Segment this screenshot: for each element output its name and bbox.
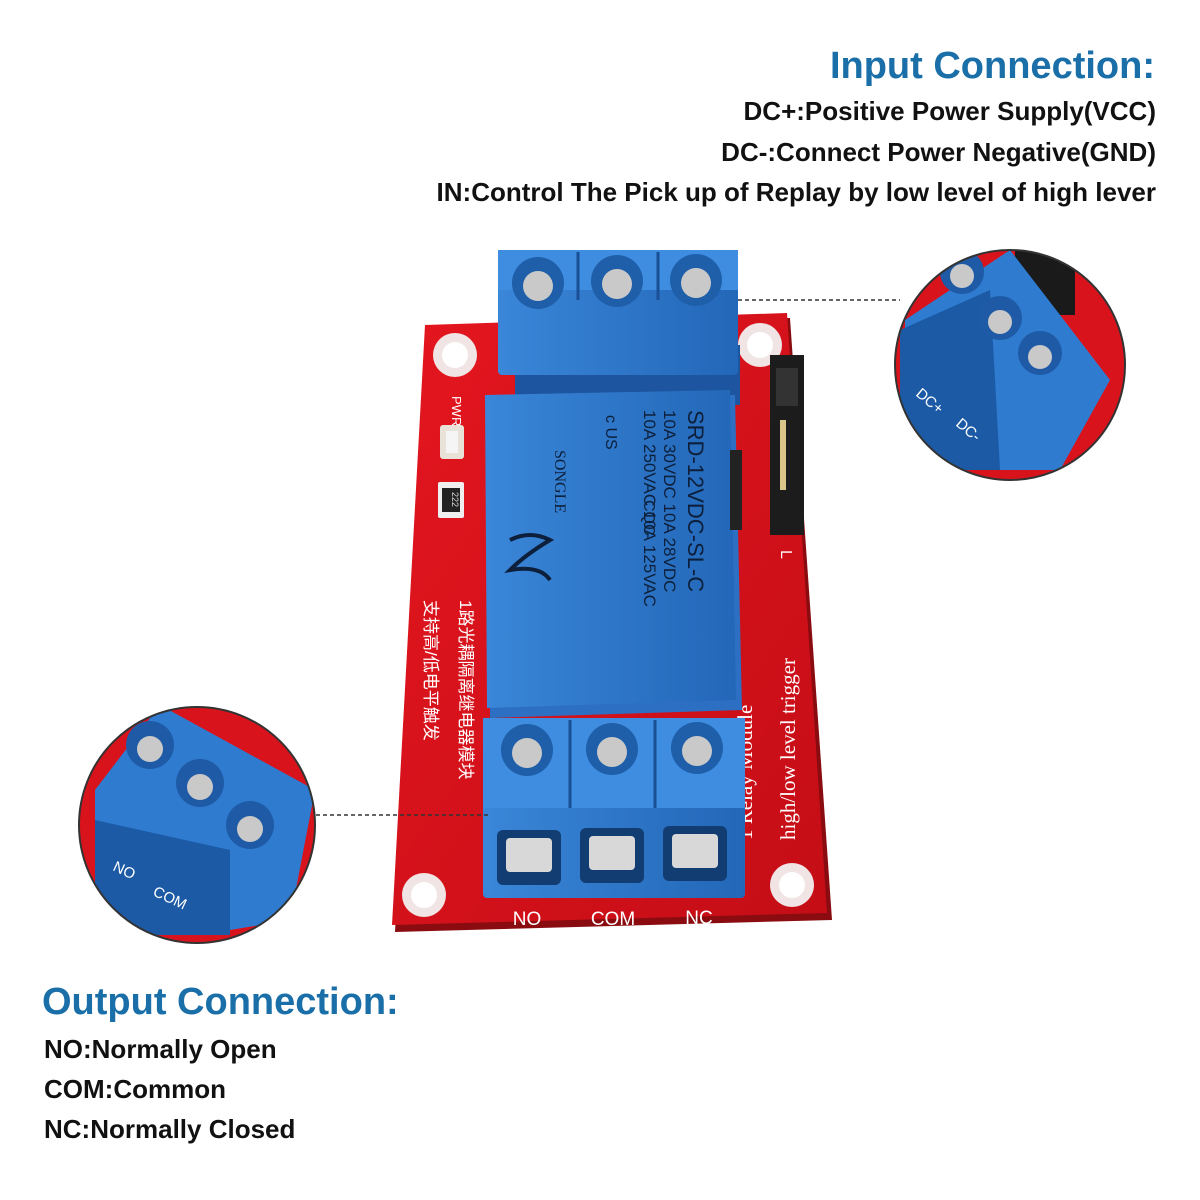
terminal-screw [671, 722, 723, 774]
relay-spec-1: 10A 250VAC 10A 125VAC [640, 410, 659, 607]
terminal-screw [226, 801, 274, 849]
output-line-com: COM:Common [44, 1074, 226, 1104]
jumper-label: L [777, 550, 794, 559]
input-line-dc-plus: DC+:Positive Power Supply(VCC) [743, 96, 1156, 126]
relay-cert-mark: CQC [640, 500, 657, 536]
relay-spec-2: 10A 30VDC 10A 28VDC [660, 410, 679, 592]
relay-model: SRD-12VDC-SL-C [683, 410, 708, 592]
terminal-label-no: NO [513, 909, 542, 930]
wire-clamp [497, 830, 561, 885]
resistor: 222 [438, 482, 464, 518]
resistor-label: 222 [450, 492, 460, 507]
input-connection-title: Input Connection: [829, 45, 1155, 87]
terminal-screw [978, 296, 1022, 340]
input-terminal-block [498, 250, 740, 405]
output-zoom-circle: NO COM [78, 706, 316, 944]
board-label-2: high/low level trigger [776, 658, 800, 840]
terminal-screw [1018, 331, 1062, 375]
power-led [440, 425, 464, 459]
chinese-label-1: 1路光耦隔离继电器模块 [456, 600, 475, 779]
input-line-in: IN:Control The Pick up of Replay by low … [436, 177, 1156, 207]
output-terminal-block [483, 718, 745, 898]
input-zoom-circle: DC+ DC- [894, 249, 1126, 481]
input-line-dc-minus: DC-:Connect Power Negative(GND) [721, 137, 1156, 167]
terminal-screw [512, 257, 564, 309]
output-connection-title: Output Connection: [42, 981, 399, 1023]
terminal-screw [940, 250, 984, 294]
output-line-nc: NC:Normally Closed [44, 1114, 296, 1144]
output-line-no: NO:Normally Open [44, 1034, 277, 1064]
wire-clamp [580, 828, 644, 883]
terminal-screw [591, 255, 643, 307]
mounting-hole [770, 863, 814, 907]
mounting-hole [433, 333, 477, 377]
relay-brand: SONGLE [551, 450, 568, 513]
relay-ul-mark: c US [602, 415, 619, 450]
wire-clamp [663, 826, 727, 881]
terminal-screw [176, 759, 224, 807]
terminal-screw [501, 724, 553, 776]
relay: SONGLE CQC c US 10A 250VAC 10A 125VAC 10… [485, 390, 742, 718]
terminal-label-com: COM [591, 909, 635, 930]
terminal-screw [126, 721, 174, 769]
pwr-label: PWR [449, 396, 464, 426]
terminal-label-nc: NC [685, 908, 712, 929]
jumper-header: L [730, 355, 804, 559]
songle-logo-icon [504, 533, 555, 582]
chinese-label-2: 支持高/低电平触发 [421, 600, 440, 741]
terminal-screw [670, 254, 722, 306]
terminal-screw [586, 723, 638, 775]
mounting-hole [402, 873, 446, 917]
